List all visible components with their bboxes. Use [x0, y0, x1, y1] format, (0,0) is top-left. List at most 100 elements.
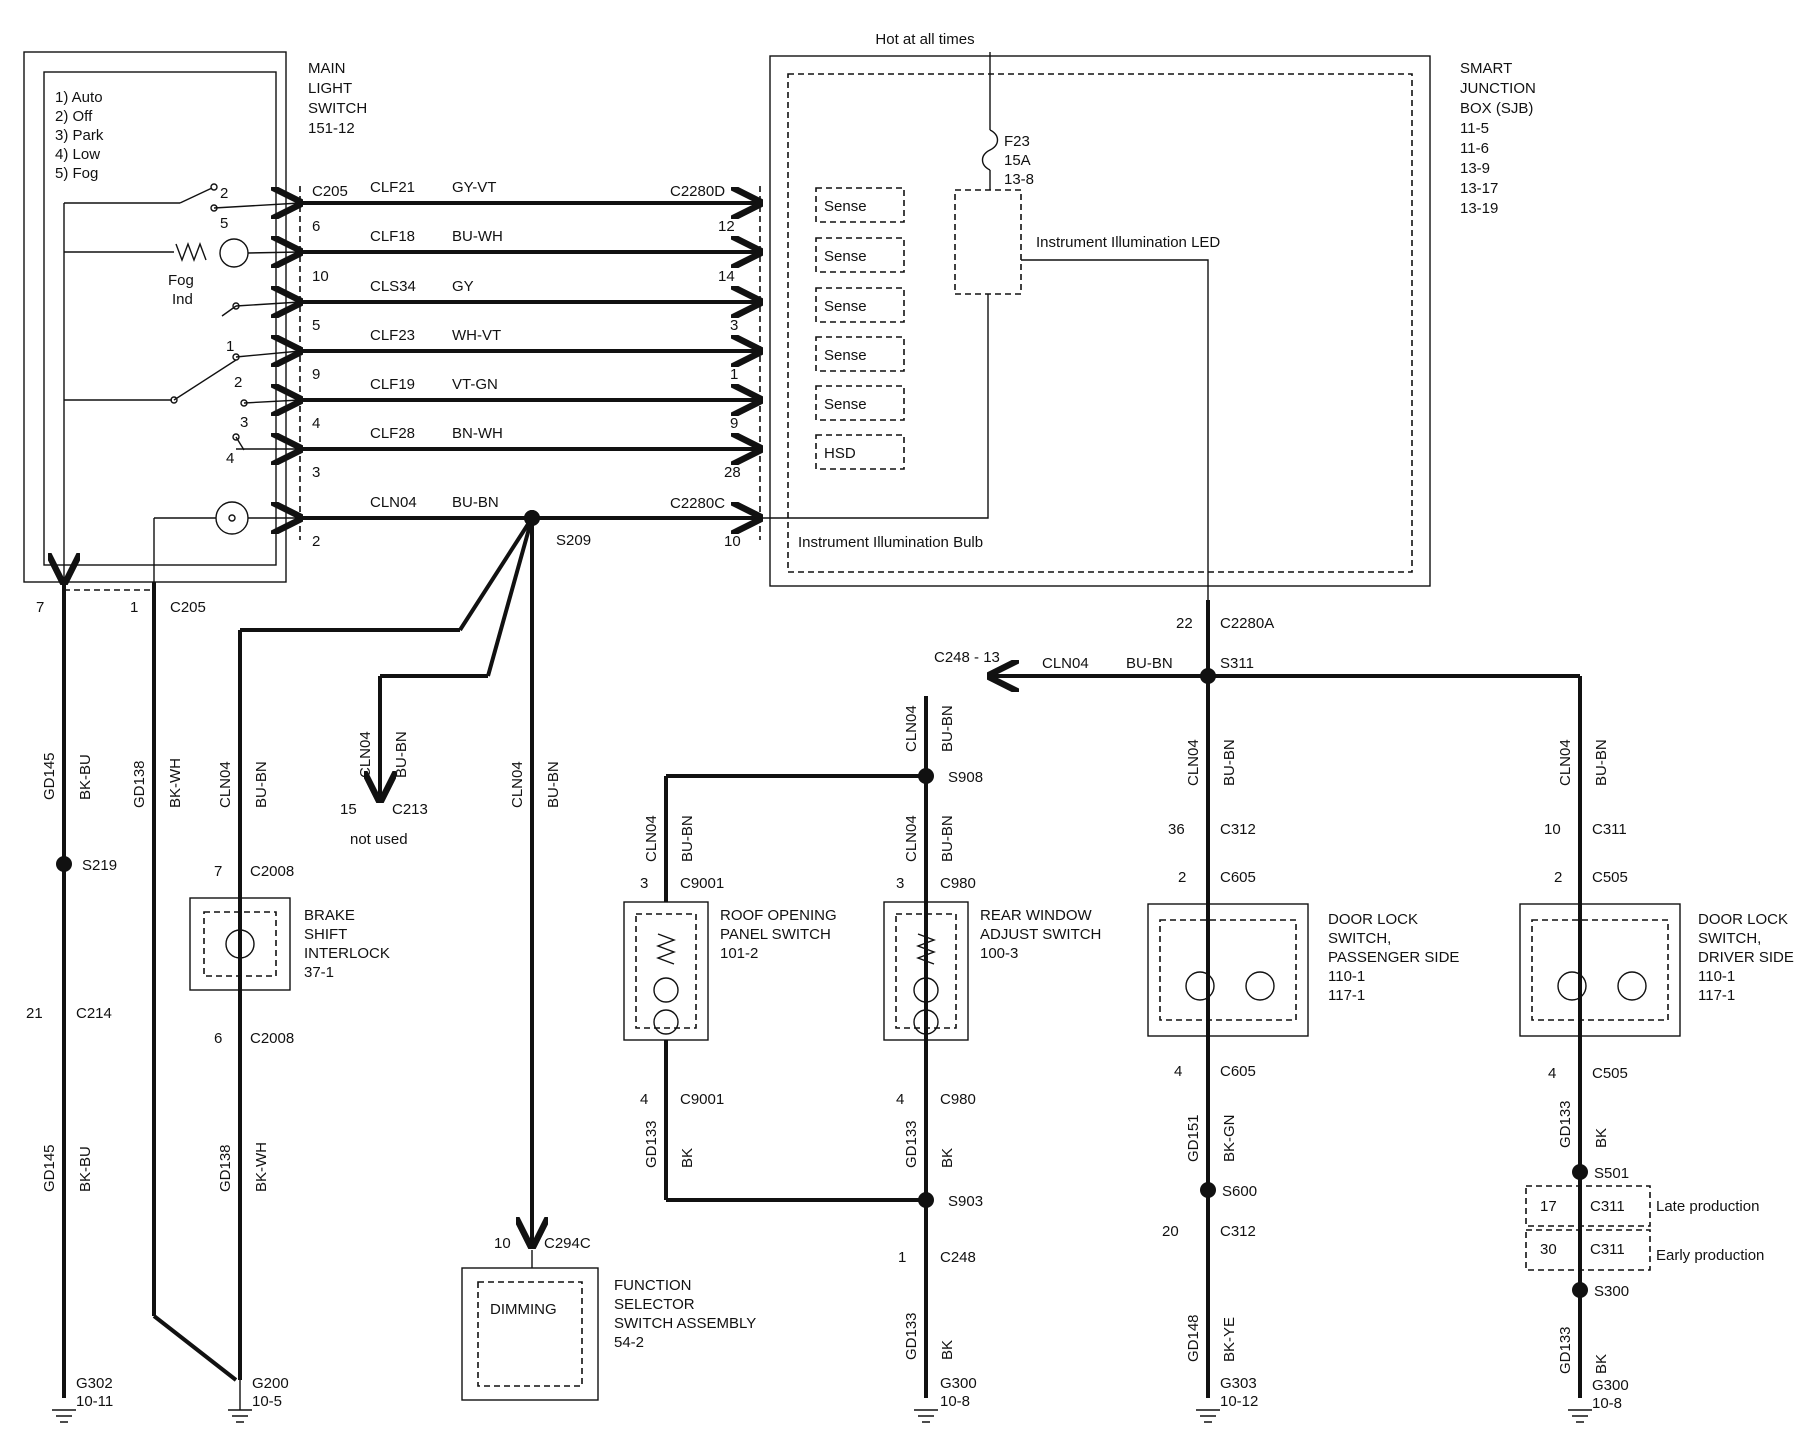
pass-title: 117-1 — [1328, 987, 1365, 1004]
bubn-label: BU-BN — [1593, 739, 1610, 786]
bk-label: BK — [1593, 1354, 1610, 1374]
circuit-label: CLF23 — [370, 327, 415, 344]
brake-label: INTERLOCK — [304, 945, 390, 962]
pin-number: 10 — [724, 533, 741, 550]
gd133-label: GD133 — [643, 1120, 660, 1168]
led-icon — [653, 977, 679, 1003]
not-used-label: not used — [350, 831, 408, 848]
bkbu-label: BK-BU — [77, 754, 94, 800]
cln04-label: CLN04 — [509, 761, 526, 808]
contact-number: 2 — [220, 185, 228, 202]
fog-ind-label: Ind — [172, 291, 193, 308]
pin-number: 30 — [1540, 1241, 1557, 1258]
illumination-bulb-icon — [215, 501, 249, 535]
switch-position: 3) Park — [55, 127, 104, 144]
pin-number: 28 — [724, 464, 741, 481]
c214-label: C214 — [76, 1005, 112, 1022]
bubn-label: BU-BN — [253, 761, 270, 808]
pin-number: 12 — [718, 218, 735, 235]
pin-number: 10 — [494, 1235, 511, 1252]
pin-number: 3 — [896, 875, 904, 892]
brake-label: BRAKE — [304, 907, 355, 924]
pass-title: 110-1 — [1328, 968, 1365, 985]
function-selector-switch — [461, 1267, 599, 1401]
pin-number: 2 — [312, 533, 320, 550]
main-switch-title: 151-12 — [308, 120, 355, 137]
brake-shift-interlock — [189, 897, 291, 991]
c213-label: C213 — [392, 801, 428, 818]
s501-label: S501 — [1594, 1165, 1629, 1182]
led-icon — [1617, 971, 1647, 1001]
circuit-label: CLN04 — [370, 494, 417, 511]
driver-label: Sense — [824, 198, 867, 215]
pin-number: 10 — [1544, 821, 1561, 838]
led-icon — [913, 977, 939, 1003]
contact-number: 2 — [234, 374, 242, 391]
led-icon — [653, 1009, 679, 1035]
cln04-label: CLN04 — [903, 705, 920, 752]
switch-position: 5) Fog — [55, 165, 98, 182]
fuse-icon — [981, 129, 999, 171]
main-switch-title: MAIN — [308, 60, 346, 77]
wire-color-label: BU-BN — [452, 494, 499, 511]
led-driver-box — [954, 189, 1022, 295]
g302-label: 10-11 — [76, 1393, 113, 1410]
pin-number: 3 — [640, 875, 648, 892]
drv-title: SWITCH, — [1698, 930, 1761, 947]
cln04-label: CLN04 — [643, 815, 660, 862]
wire-color-label: VT-GN — [452, 376, 498, 393]
wire-color-label: BN-WH — [452, 425, 503, 442]
s600-label: S600 — [1222, 1183, 1257, 1200]
c248-label: C248 — [940, 1249, 976, 1266]
bk-label: BK — [939, 1148, 956, 1168]
pin-number: 1 — [730, 366, 738, 383]
rear-window-adjust-switch — [883, 901, 969, 1041]
pin-number: 6 — [312, 218, 320, 235]
pin-number: 9 — [730, 415, 738, 432]
led-icon — [1245, 971, 1275, 1001]
ground-symbols — [52, 1250, 533, 1423]
drv-title: DRIVER SIDE — [1698, 949, 1794, 966]
roof-top-conn: C9001 — [680, 875, 724, 892]
pin-number: 5 — [312, 317, 320, 334]
brake-label: 37-1 — [304, 964, 334, 981]
roof-title: ROOF OPENING — [720, 907, 837, 924]
cln04-label: CLN04 — [1185, 739, 1202, 786]
hot-at-all-times-label: Hot at all times — [875, 31, 974, 48]
function-selector-label: 54-2 — [614, 1334, 644, 1351]
driver-label: Sense — [824, 248, 867, 265]
g302-label: G302 — [76, 1375, 113, 1392]
c205-label: C205 — [312, 183, 348, 200]
gd145-label: GD145 — [41, 1144, 58, 1192]
bk-label: BK — [679, 1148, 696, 1168]
wire-color-label: WH-VT — [452, 327, 501, 344]
cln04-label: CLN04 — [1557, 739, 1574, 786]
circuit-label: CLS34 — [370, 278, 416, 295]
c505-label: C505 — [1592, 1065, 1628, 1082]
early-conn: C311 — [1590, 1241, 1625, 1258]
pin-number: 4 — [1174, 1063, 1182, 1080]
c294c-label: C294C — [544, 1235, 591, 1252]
bubn-label: BU-BN — [939, 705, 956, 752]
driver-label: Sense — [824, 298, 867, 315]
contact-number: 5 — [220, 215, 228, 232]
contact-number: 4 — [226, 450, 234, 467]
sjb-title: 13-9 — [1460, 160, 1490, 177]
gd133-label: GD133 — [903, 1120, 920, 1168]
g300-label: 10-8 — [940, 1393, 970, 1410]
bkwh-label: BK-WH — [253, 1142, 270, 1192]
bubn-label: BU-BN — [545, 761, 562, 808]
dimming-label: DIMMING — [490, 1301, 557, 1318]
c248-13-label: C248 - 13 — [934, 649, 1000, 666]
brake-label: SHIFT — [304, 926, 347, 943]
main-switch-title: SWITCH — [308, 100, 367, 117]
pin-number: 3 — [312, 464, 320, 481]
early-production-label: Early production — [1656, 1247, 1764, 1264]
cln04-label: CLN04 — [1042, 655, 1089, 672]
drv-title: 110-1 — [1698, 968, 1735, 985]
bulb-label: Instrument Illumination Bulb — [798, 534, 983, 551]
right-harness — [664, 600, 1588, 1398]
c605-label: C605 — [1220, 1063, 1256, 1080]
bkgn-label: BK-GN — [1221, 1114, 1238, 1162]
c2008-label: C2008 — [250, 863, 294, 880]
